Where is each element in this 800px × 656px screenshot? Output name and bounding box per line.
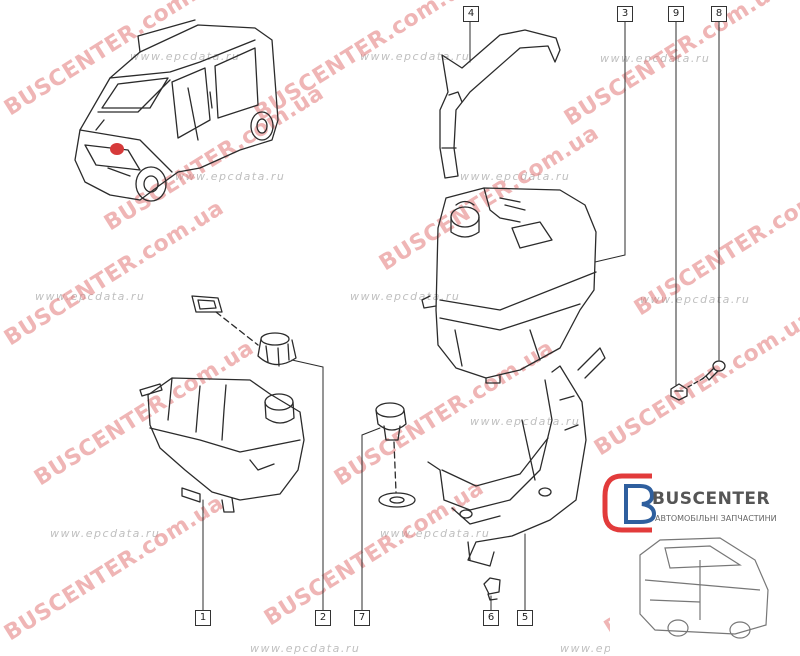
callout-6: 6 [483,610,499,626]
assembly-dashed-line [687,377,705,388]
callout-2: 2 [315,610,331,626]
filler-neck [375,402,407,441]
nut-small [670,383,688,401]
strap [439,29,561,179]
bolt [701,360,726,381]
callout-7: 7 [354,610,370,626]
callout-1: 1 [195,610,211,626]
reservoir-large [421,187,597,384]
assembly-dashed-line [393,441,397,493]
logo-subtitle: АВТОМОБІЛЬНІ ЗАПЧАСТИНИ [655,514,777,523]
van-illustration [74,19,279,202]
washer [378,492,416,508]
cap [257,332,297,367]
van-tank-location-marker [110,143,124,155]
assembly-dashed-line [215,311,259,346]
callout-8: 8 [711,6,727,22]
mounting-bracket [427,347,606,567]
seal-gasket [191,295,223,313]
callout-9: 9 [668,6,684,22]
buscenter-logo-mark [602,465,800,656]
leader-lines [202,21,720,611]
logo-brand-text: BUSCENTER [652,489,771,509]
callout-4: 4 [463,6,479,22]
clip [483,577,501,601]
minibus-illustration [639,537,769,639]
reservoir-small [139,377,305,513]
callout-5: 5 [517,610,533,626]
callout-3: 3 [617,6,633,22]
